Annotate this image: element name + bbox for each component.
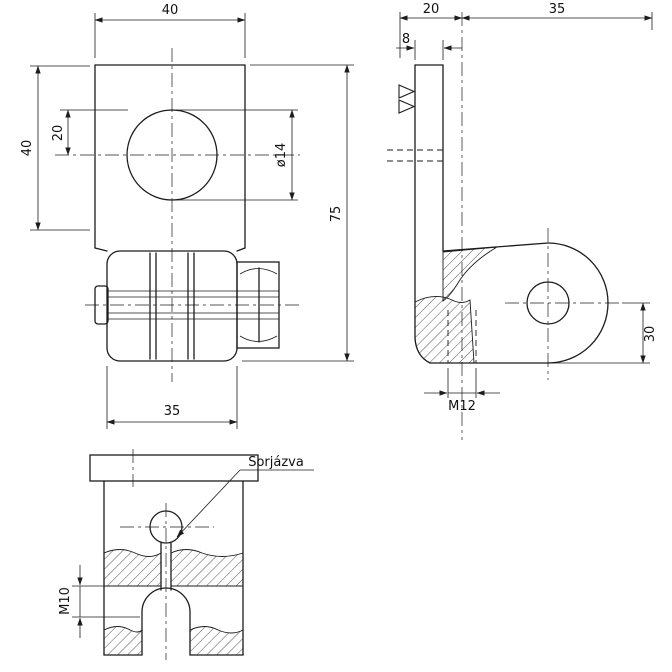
front-clevis-assembly <box>94 250 280 362</box>
dim-label-side-8: 8 <box>402 32 410 47</box>
dim-label-front-35: 35 <box>164 404 181 419</box>
side-view: 20 35 8 30 M12 <box>387 2 658 440</box>
dim-side-20: 20 <box>399 2 463 58</box>
dim-side-lug-30: 30 <box>552 302 658 364</box>
section-view: Sorjázva M10 <box>58 449 314 660</box>
dim-front-hole-diameter: ø14 <box>176 109 298 201</box>
side-weld-sections <box>414 246 498 364</box>
thread-label-m10: M10 <box>58 587 73 615</box>
dim-label-front-hole: ø14 <box>274 143 289 168</box>
dim-label-front-20: 20 <box>51 125 66 142</box>
section-flange <box>89 454 259 482</box>
dim-section-m10: M10 <box>58 565 150 638</box>
weld-triangle-icon <box>398 84 416 99</box>
front-part-outline <box>94 64 246 252</box>
side-centerlines <box>461 12 622 440</box>
front-centerlines <box>55 48 300 382</box>
dim-front-offset-20: 20 <box>51 109 128 156</box>
dim-side-m12: M12 <box>424 368 500 414</box>
dim-side-35: 35 <box>461 2 653 30</box>
dim-label-side-30: 30 <box>643 326 658 343</box>
dim-label-front-width-top: 40 <box>162 3 179 18</box>
dim-front-total-height: 75 <box>242 64 354 362</box>
dim-label-side-20: 20 <box>423 2 440 17</box>
dim-front-width-top: 40 <box>94 3 246 58</box>
deburr-note: Sorjázva <box>176 455 314 538</box>
section-hatching <box>103 549 244 656</box>
dim-label-side-35: 35 <box>549 2 566 17</box>
section-centerlines <box>120 449 214 660</box>
dim-front-width-bottom: 35 <box>106 366 238 429</box>
deburr-note-label: Sorjázva <box>248 455 304 470</box>
dim-side-thickness-8: 8 <box>396 32 462 60</box>
dim-label-front-75: 75 <box>329 206 344 223</box>
thread-label-m12: M12 <box>448 399 476 414</box>
dim-label-front-40: 40 <box>20 140 35 157</box>
weld-symbol-icons <box>398 84 416 114</box>
side-hidden-thread-lines <box>447 310 477 363</box>
front-view: 40 20 40 ø14 75 <box>20 3 354 429</box>
dim-front-height-40: 40 <box>20 65 90 231</box>
weld-triangle-icon <box>398 99 416 114</box>
